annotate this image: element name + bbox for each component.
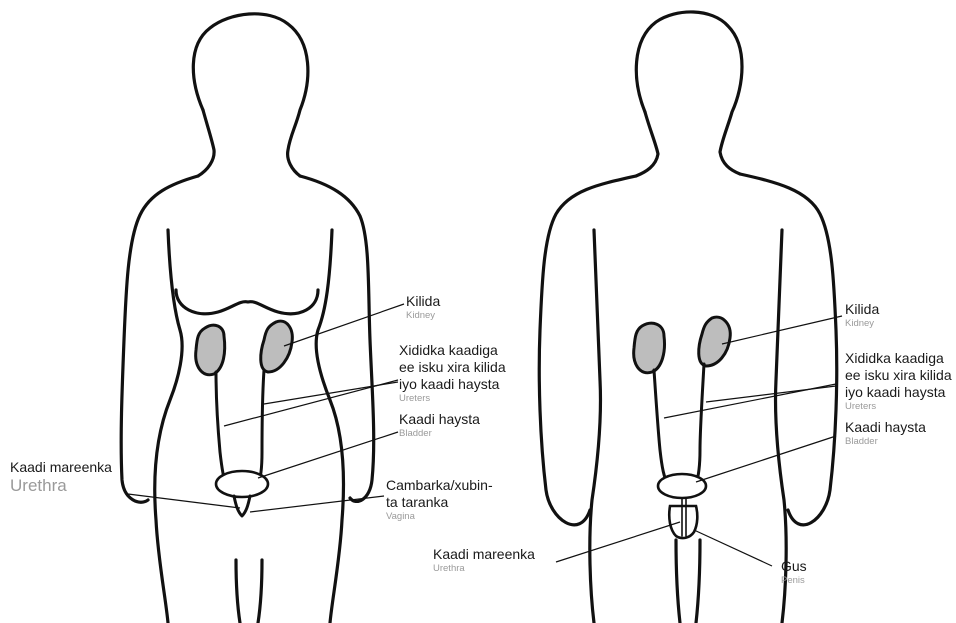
label-female-urethra-en: Urethra	[10, 476, 112, 496]
label-male-urethra: Kaadi mareenka Urethra	[433, 546, 535, 575]
label-male-ureters-en: Ureters	[845, 401, 952, 413]
male-right-ureter	[696, 364, 704, 484]
female-bust	[176, 290, 318, 314]
female-left-kidney	[196, 325, 225, 375]
label-male-ureters-so-1: Xididka kaadiga	[845, 350, 952, 367]
label-male-penis-so: Gus	[781, 558, 807, 574]
label-male-penis: Gus Penis	[781, 558, 807, 587]
label-male-ureters-so-3: iyo kaadi haysta	[845, 384, 952, 401]
label-female-bladder-so: Kaadi haysta	[399, 411, 480, 427]
leader-male-penis	[694, 530, 772, 566]
label-male-penis-en: Penis	[781, 575, 807, 587]
male-body-outline	[539, 174, 837, 525]
label-male-kidney-en: Kidney	[845, 318, 879, 330]
label-female-urethra-so: Kaadi mareenka	[10, 459, 112, 475]
male-inner-legs	[676, 540, 700, 623]
label-male-bladder-en: Bladder	[845, 436, 926, 448]
female-inner-legs	[236, 560, 262, 623]
label-female-ureters-so-3: iyo kaadi haysta	[399, 376, 506, 393]
female-left-waist	[155, 230, 182, 623]
female-right-waist	[316, 230, 343, 623]
label-male-kidney-so: Kilida	[845, 301, 879, 317]
male-left-kidney	[634, 323, 665, 373]
label-male-urethra-so: Kaadi mareenka	[433, 546, 535, 562]
label-female-bladder: Kaadi haysta Bladder	[399, 411, 480, 440]
label-female-kidney-en: Kidney	[406, 310, 440, 322]
label-female-vagina: Cambarka/xubin- ta taranka Vagina	[386, 477, 493, 523]
label-female-ureters-so-1: Xididka kaadiga	[399, 342, 506, 359]
male-left-side	[590, 230, 601, 623]
female-right-ureter	[258, 370, 264, 484]
female-head-outline-left	[198, 110, 214, 176]
leader-male-kidney	[722, 316, 842, 344]
female-figure	[121, 14, 374, 623]
label-female-bladder-en: Bladder	[399, 428, 480, 440]
leader-male-bladder	[696, 436, 836, 482]
label-female-ureters-so-2: ee isku xira kilida	[399, 359, 506, 376]
leader-female-vagina	[250, 496, 384, 512]
label-male-ureters-so-2: ee isku xira kilida	[845, 367, 952, 384]
label-male-bladder-so: Kaadi haysta	[845, 419, 926, 435]
leader-male-urethra	[556, 522, 680, 562]
female-bladder	[216, 471, 268, 497]
female-body-outline	[121, 176, 374, 502]
male-head-outline-left	[636, 112, 658, 176]
label-female-ureters: Xididka kaadiga ee isku xira kilida iyo …	[399, 342, 506, 405]
label-female-kidney-so: Kilida	[406, 293, 440, 309]
label-female-vagina-en: Vagina	[386, 511, 493, 523]
male-bladder	[658, 474, 706, 498]
label-female-vagina-so-1: Cambarka/xubin-	[386, 477, 493, 494]
label-female-vagina-so-2: ta taranka	[386, 494, 493, 511]
label-female-ureters-en: Ureters	[399, 393, 506, 405]
male-figure	[539, 12, 837, 623]
leader-female-bladder	[258, 432, 398, 478]
label-male-urethra-en: Urethra	[433, 563, 535, 575]
label-male-ureters: Xididka kaadiga ee isku xira kilida iyo …	[845, 350, 952, 413]
label-female-urethra: Kaadi mareenka Urethra	[10, 459, 112, 496]
male-head-outline	[636, 12, 742, 174]
male-right-kidney	[699, 317, 731, 366]
label-female-kidney: Kilida Kidney	[406, 293, 440, 322]
label-male-bladder: Kaadi haysta Bladder	[845, 419, 926, 448]
female-left-ureter	[216, 372, 226, 484]
female-urethra-tube	[234, 496, 250, 516]
male-penis-shape	[669, 506, 697, 538]
label-male-kidney: Kilida Kidney	[845, 301, 879, 330]
leader-male-ureter-b	[706, 386, 836, 402]
female-head-outline	[193, 14, 308, 176]
male-left-ureter	[654, 370, 668, 484]
female-right-kidney	[261, 321, 293, 372]
